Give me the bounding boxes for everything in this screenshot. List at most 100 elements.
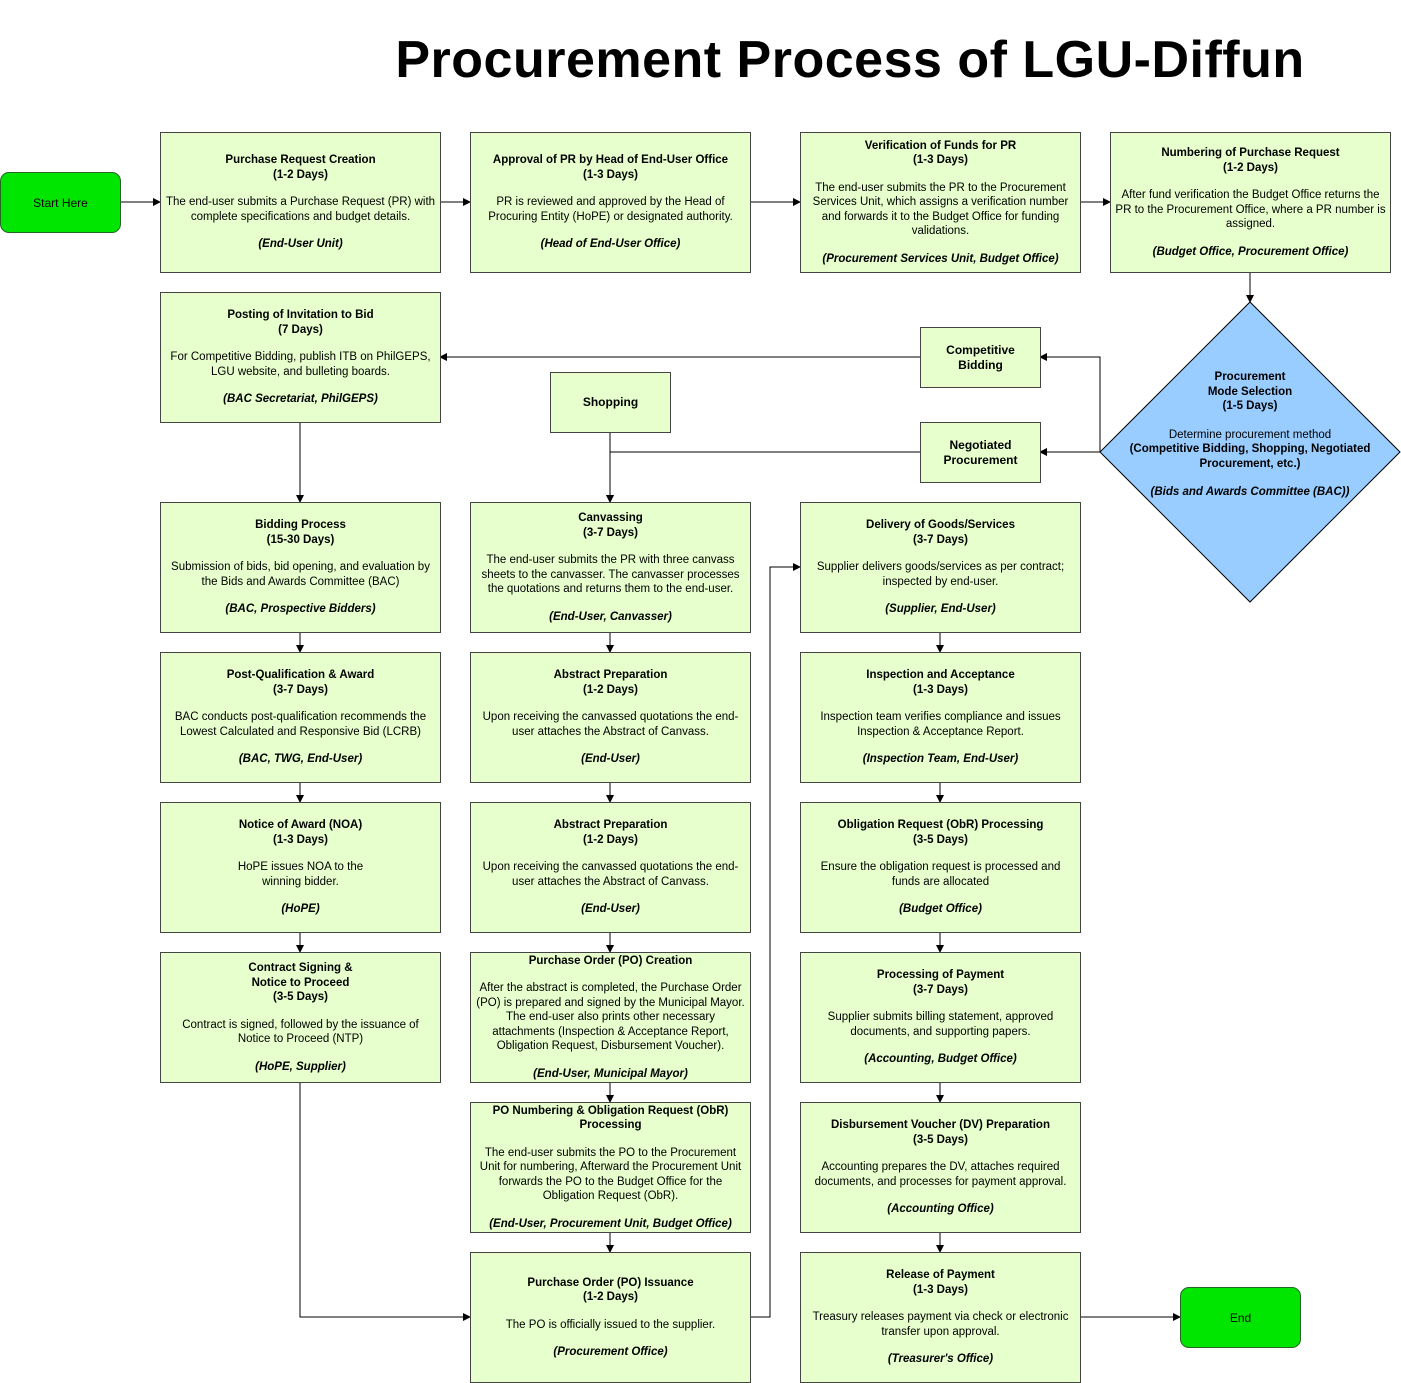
step-title: Inspection and Acceptance [866,669,1015,682]
step-abstract-2: Abstract Preparation(1-2 Days)Upon recei… [470,802,751,933]
step-title: Contract Signing & Notice to Proceed [248,962,353,989]
step-responsible: (HoPE, Supplier) [255,1060,346,1073]
step-responsible: (End-User, Municipal Mayor) [533,1067,688,1080]
step-responsible: (End-User) [581,903,640,916]
step-title: Obligation Request (ObR) Processing [837,819,1044,832]
step-desc: The end-user submits the PR to the Procu… [812,181,1069,238]
step-desc: Contract is signed, followed by the issu… [182,1018,419,1046]
step-duration: (3-7 Days) [273,683,328,696]
step-desc: Treasury releases payment via check or e… [812,1311,1069,1338]
step-canvassing: Canvassing (3-7 Days) The end-user submits… [470,502,751,633]
step-po-issuance: Purchase Order (PO) Issuance (1-2 Days) Th… [470,1252,751,1383]
step-responsible: (BAC, TWG, End-User) [238,753,363,766]
step-duration: (3-7 Days) [913,983,968,996]
step-responsible: (Head of End-User Office) [540,238,681,251]
start-terminal: Start Here [0,172,121,233]
step-title: Numbering of Purchase Request [1161,147,1340,159]
step-duration: (1-3 Days) [583,168,638,181]
step-responsible: (Procurement Office) [553,1346,668,1358]
step-title: Purchase Order (PO) Issuance [527,1276,694,1289]
step-title: Disbursement Voucher (DV) Preparation [831,1119,1050,1132]
step-pr-approval: Approval of PR by Head of End-User Offic… [470,132,751,273]
step-responsible: (Accounting Office) [887,1203,994,1216]
step-desc: Accounting prepares the DV, attaches req… [814,1161,1067,1188]
step-title: Approval of PR by Head of End-User Offic… [492,154,729,167]
step-responsible: (Inspection Team, End-User) [862,753,1019,766]
step-pr-numbering: Numbering of Purchase Request(1-2 Days)A… [1110,132,1391,273]
step-itb-posting: Posting of Invitation to Bid(7 Days) For … [160,292,441,423]
step-desc: The end-user submits the PR with three c… [481,554,740,595]
step-duration: (1-3 Days) [273,833,328,846]
arrow-contract-to-issuance [299,1082,471,1321]
step-duration: (1-2 Days) [583,833,638,846]
step-duration: (3-7 Days) [583,526,638,539]
step-release: Release of Payment(1-3 Days)Treasury rel… [800,1252,1081,1383]
step-responsible: (Budget Office, Procurement Office) [1152,245,1349,258]
step-responsible: (End-User Unit) [258,238,343,251]
step-desc: Inspection team verifies compliance and … [820,711,1061,738]
step-inspection: Inspection and Acceptance(1-3 Days) Inspe… [800,652,1081,783]
step-desc: Ensure the obligation request is process… [820,861,1061,888]
step-post-qual: Post-Qualification & Award(3-7 Days)BAC … [160,652,441,783]
step-desc: PR is reviewed and approved by the Head … [488,196,733,223]
step-bidding: Bidding Process(15-30 Days)Submission of… [160,502,441,633]
step-noa: Notice of Award (NOA)(1-3 Days)HoPE issu… [160,802,441,933]
step-desc: Upon receiving the canvassed quotations … [482,861,739,888]
step-duration: (3-5 Days) [913,1133,968,1146]
step-title: Purchase Order (PO) Creation [528,954,693,967]
step-desc: Upon receiving the canvassed quotations … [482,711,739,738]
step-responsible: (Accounting, Budget Office) [864,1053,1017,1066]
step-duration: (1-2 Days) [583,1291,638,1303]
step-duration: (15-30 Days) [266,533,335,546]
step-responsible: (End-User) [581,753,640,766]
step-title: Purchase Request Creation [225,154,376,167]
step-responsible: (Supplier, End-User) [885,603,996,616]
step-payment-processing: Processing of Payment(3-7 Days) Supplier … [800,952,1081,1083]
step-title: Verification of Funds for PR [864,139,1017,152]
step-desc: Supplier submits billing statement, appr… [827,1011,1054,1038]
step-title: Abstract Preparation [553,669,668,682]
step-obr: Obligation Request (ObR) Processing(3-5 … [800,802,1081,933]
step-desc: The end-user submits a Purchase Request … [165,196,436,223]
step-desc: Supplier delivers goods/services as per … [816,561,1065,588]
step-duration: (1-2 Days) [583,683,638,696]
step-title: Processing of Payment [876,969,1005,982]
decision-title: Procurement Mode Selection [1207,371,1293,398]
step-duration: (7 Days) [278,323,323,336]
step-duration: (3-7 Days) [913,533,968,546]
decision-diamond [1099,301,1401,603]
step-title: PO Numbering & Obligation Request (ObR) … [492,1104,729,1132]
step-duration: (1-3 Days) [913,154,968,167]
step-desc: After fund verification the Budget Offic… [1115,189,1386,230]
step-title: Notice of Award (NOA) [238,819,363,832]
step-duration: (1-3 Days) [913,1283,968,1296]
step-responsible: (End-User, Procurement Unit, Budget Offi… [489,1217,732,1230]
end-terminal: End [1180,1287,1301,1348]
step-title: Post-Qualification & Award [226,669,375,682]
step-po-numbering: PO Numbering & Obligation Request (ObR) … [470,1102,751,1233]
decision-desc: Determine procurement method [1168,428,1332,441]
step-title: Delivery of Goods/Services [866,519,1015,532]
step-responsible: (End-User, Canvasser) [549,610,672,623]
step-title: Canvassing [578,512,643,524]
step-desc: For Competitive Bidding, publish ITB on … [170,351,431,378]
step-responsible: (HoPE) [281,903,320,916]
mode-shopping: Shopping [550,372,671,433]
step-duration: (3-5 Days) [913,833,968,846]
step-pr-creation: Purchase Request Creation(1-2 Days)The e… [160,132,441,273]
arrow-decision-to-competitive [1039,353,1101,452]
step-duration: (1-3 Days) [913,683,968,696]
step-responsible: (Procurement Services Unit, Budget Offic… [822,252,1059,265]
step-contract: Contract Signing & Notice to Proceed(3-5… [160,952,441,1083]
step-responsible: (BAC Secretariat, PhilGEPS) [223,393,378,406]
step-dv: Disbursement Voucher (DV) Preparation(3-… [800,1102,1081,1233]
step-desc: The end-user submits the PO to the Procu… [479,1146,742,1203]
step-funds-verification: Verification of Funds for PR (1-3 Days) Th… [800,132,1081,273]
decision-label: Procurement Mode Selection (1-5 Days) De… [1108,370,1392,500]
step-title: Posting of Invitation to Bid [227,309,374,322]
step-desc: The PO is officially issued to the suppl… [505,1318,716,1331]
step-delivery: Delivery of Goods/Services(3-7 Days) Supp… [800,502,1081,633]
decision-modes: (Competitive Bidding, Shopping, Negotiat… [1129,443,1371,470]
